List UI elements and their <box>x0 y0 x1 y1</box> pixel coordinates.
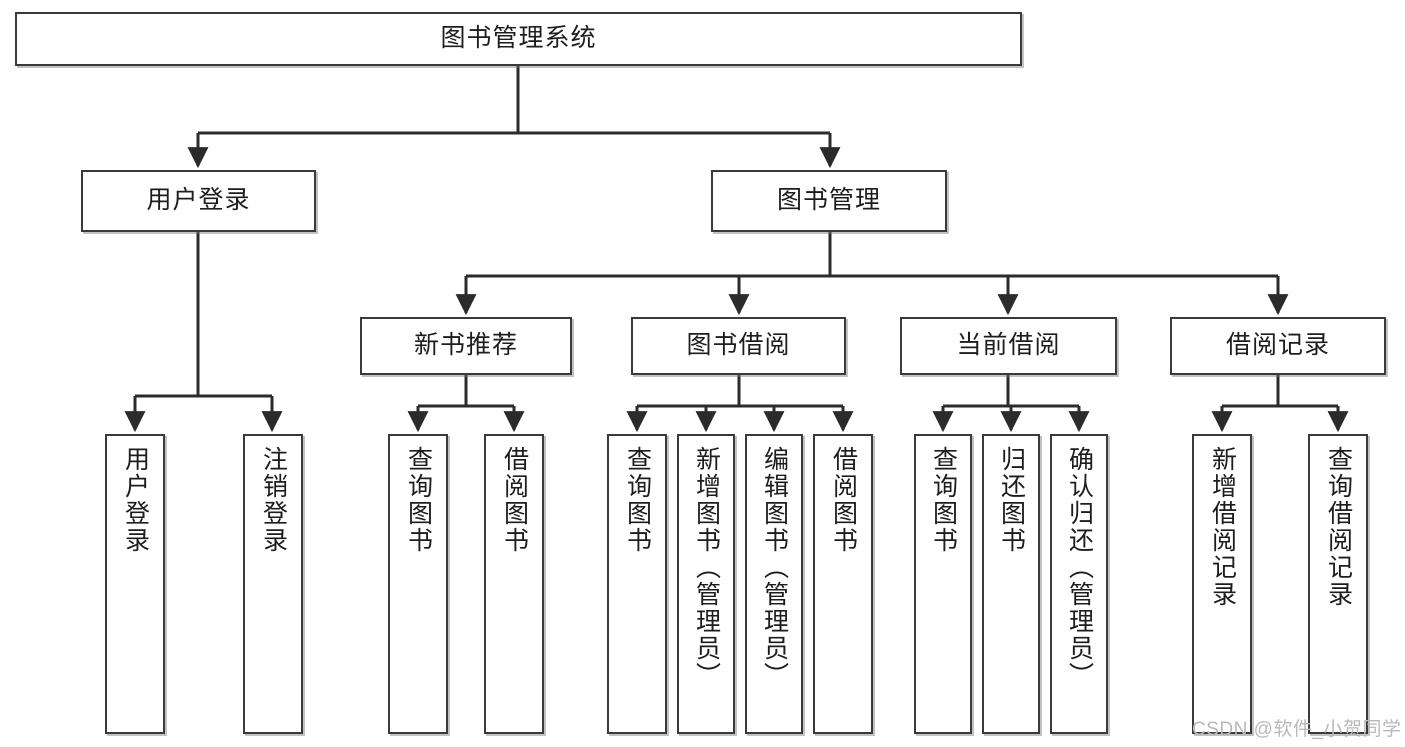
node-label: 新增图书（管理员） <box>692 446 721 689</box>
node-leaf-query-borrow-record[interactable]: 查询借阅记录 <box>1308 434 1368 734</box>
node-label: 借阅记录 <box>1225 331 1330 360</box>
node-leaf-edit-book[interactable]: 编辑图书（管理员） <box>745 434 803 734</box>
node-root-system[interactable]: 图书管理系统 <box>15 12 1022 66</box>
node-label: 借阅图书 <box>500 446 529 554</box>
node-label: 注销登录 <box>259 446 288 554</box>
node-label: 图书借阅 <box>686 331 791 360</box>
node-label: 用户登录 <box>121 446 150 554</box>
node-leaf-confirm-return[interactable]: 确认归还（管理员） <box>1050 434 1108 734</box>
node-leaf-return-book[interactable]: 归还图书 <box>982 434 1040 734</box>
node-leaf-borrow-book-recommend[interactable]: 借阅图书 <box>484 434 544 734</box>
node-label: 图书管理系统 <box>440 24 597 53</box>
node-label: 查询图书 <box>623 446 652 554</box>
node-new-book-recommend[interactable]: 新书推荐 <box>360 317 572 375</box>
node-label: 确认归还（管理员） <box>1065 446 1094 689</box>
node-label: 新增借阅记录 <box>1208 446 1237 608</box>
node-leaf-query-book-recommend[interactable]: 查询图书 <box>388 434 448 734</box>
node-label: 图书管理 <box>776 186 881 215</box>
node-leaf-borrow-book[interactable]: 借阅图书 <box>813 434 873 734</box>
node-leaf-add-borrow-record[interactable]: 新增借阅记录 <box>1192 434 1252 734</box>
node-leaf-logout[interactable]: 注销登录 <box>243 434 303 734</box>
node-current-borrow[interactable]: 当前借阅 <box>900 317 1117 375</box>
node-label: 查询借阅记录 <box>1324 446 1353 608</box>
node-label: 当前借阅 <box>956 331 1061 360</box>
node-label: 用户登录 <box>146 186 251 215</box>
node-leaf-query-book-current[interactable]: 查询图书 <box>914 434 972 734</box>
node-label: 编辑图书（管理员） <box>760 446 789 689</box>
csdn-watermark: CSDN @软件_小贺同学 <box>1192 719 1402 740</box>
node-label: 归还图书 <box>997 446 1026 554</box>
node-leaf-add-book[interactable]: 新增图书（管理员） <box>677 434 735 734</box>
node-label: 查询图书 <box>929 446 958 554</box>
node-label: 借阅图书 <box>829 446 858 554</box>
node-label: 查询图书 <box>404 446 433 554</box>
node-label: 新书推荐 <box>413 331 518 360</box>
node-book-borrow[interactable]: 图书借阅 <box>631 317 846 375</box>
node-book-manage[interactable]: 图书管理 <box>711 170 947 232</box>
node-user-login[interactable]: 用户登录 <box>81 170 316 232</box>
node-leaf-user-login[interactable]: 用户登录 <box>105 434 165 734</box>
node-borrow-record[interactable]: 借阅记录 <box>1170 317 1386 375</box>
node-leaf-query-book-borrow[interactable]: 查询图书 <box>607 434 667 734</box>
